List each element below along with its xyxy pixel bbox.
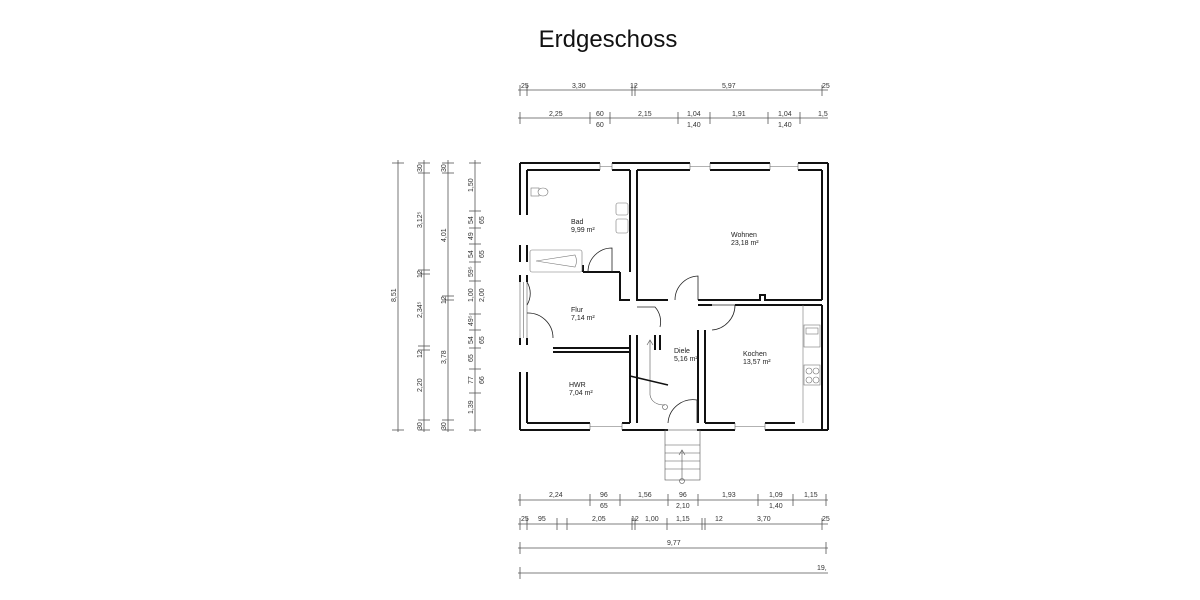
room-wohnen-area: 23,18 m²: [731, 240, 759, 247]
dim-top2-215: 2,15: [638, 111, 652, 118]
dim-top2-191: 1,91: [732, 111, 746, 118]
room-hwr-area: 7,04 m²: [569, 390, 593, 397]
dim-bot4-19: 19,: [817, 565, 827, 572]
dim-bot2-370: 3,70: [757, 516, 771, 523]
dim-left4s-66: 66: [479, 376, 486, 384]
dim-left3-30b: 30: [441, 422, 448, 430]
bottom-dimensions: [518, 494, 828, 579]
dim-left4-49: 49: [468, 232, 475, 240]
dim-bot2-25b: 25: [822, 516, 830, 523]
walls: [519, 162, 829, 431]
dim-left4-54c: 54: [468, 336, 475, 344]
dim-left4-100: 1,00: [468, 288, 475, 302]
dim-top-12: 12: [630, 83, 638, 90]
dim-left3-378: 3,78: [441, 350, 448, 364]
dim-top2-104a: 1,04: [687, 111, 701, 118]
dim-left4-65: 65: [468, 354, 475, 362]
room-hwr-name: HWR: [569, 382, 586, 389]
dim-left4-77: 77: [468, 376, 475, 384]
dim-top2-sub-140a: 1,40: [687, 122, 701, 129]
dim-left4s-65c: 65: [479, 336, 486, 344]
dim-left4-139: 1,39: [468, 400, 475, 414]
dim-left4-595: 59⁵: [468, 266, 475, 277]
room-diele-area: 5,16 m²: [674, 356, 698, 363]
dim-top2-sub-140b: 1,40: [778, 122, 792, 129]
dim-left2-30b: 30: [417, 422, 424, 430]
room-bad-name: Bad: [571, 219, 584, 226]
room-bad-area: 9,99 m²: [571, 227, 595, 234]
dim-bot3-977: 9,77: [667, 540, 681, 547]
room-kochen-name: Kochen: [743, 351, 767, 358]
plan-title: Erdgeschoss: [538, 26, 678, 53]
dim-left2-12b: 12: [417, 350, 424, 358]
dim-bot2-115: 1,15: [676, 516, 690, 523]
dim-top-25a: 25: [521, 83, 529, 90]
dim-bot2-12a: 12: [631, 516, 639, 523]
dim-bot1-115: 1,15: [804, 492, 818, 499]
room-flur-name: Flur: [571, 307, 584, 314]
dim-top-330: 3,30: [572, 83, 586, 90]
left-dimensions: [392, 160, 481, 432]
dim-bot1s-210: 2,10: [676, 503, 690, 510]
dim-left4-54b: 54: [468, 250, 475, 258]
room-wohnen-name: Wohnen: [731, 232, 757, 239]
top-dimensions: [518, 85, 828, 124]
dim-top-25b: 25: [822, 83, 830, 90]
dim-left4s-200: 2,00: [479, 288, 486, 302]
doors: [526, 247, 736, 424]
windows: [519, 163, 799, 430]
dim-bot1s-140: 1,40: [769, 503, 783, 510]
dim-left2-220: 2,20: [417, 378, 424, 392]
kitchen-fixtures: [802, 305, 821, 423]
dim-bot1-193: 1,93: [722, 492, 736, 499]
dim-top2-60: 60: [596, 111, 604, 118]
dim-bot2-25a: 25: [521, 516, 529, 523]
dim-left2-3125: 3,12⁵: [417, 211, 424, 228]
dim-bot1-96a: 96: [600, 492, 608, 499]
dim-left3-12: 12: [441, 296, 448, 304]
dim-bot1-224: 2,24: [549, 492, 563, 499]
dim-left4s-65a: 65: [479, 216, 486, 224]
dim-left4-54a: 54: [468, 216, 475, 224]
room-kochen-area: 13,57 m²: [743, 359, 771, 366]
dim-bot2-205: 2,05: [592, 516, 606, 523]
dim-left2-30a: 30: [417, 164, 424, 172]
dim-bot1-156: 1,56: [638, 492, 652, 499]
dim-top2-104b: 1,04: [778, 111, 792, 118]
dim-left-total: 8,51: [391, 288, 398, 302]
dim-left4-495: 49⁵: [468, 315, 475, 326]
dim-bot1s-65: 65: [600, 503, 608, 510]
dim-left3-30a: 30: [441, 164, 448, 172]
dim-left4-150: 1,50: [468, 178, 475, 192]
dim-bot2-95: 95: [538, 516, 546, 523]
dim-bot2-100: 1,00: [645, 516, 659, 523]
dim-top2-sub-60: 60: [596, 122, 604, 129]
dim-top2-15: 1,5: [818, 111, 828, 118]
dim-left2-2345: 2,34⁵: [417, 301, 424, 318]
stairs-icon: [629, 339, 701, 484]
bathroom-fixtures: [529, 187, 629, 273]
dim-left2-12a: 12: [417, 270, 424, 278]
dim-top2-225: 2,25: [549, 111, 563, 118]
room-diele-name: Diele: [674, 348, 690, 355]
dim-bot1-109: 1,09: [769, 492, 783, 499]
dim-top-597: 5,97: [722, 83, 736, 90]
dim-left3-401: 4,01: [441, 228, 448, 242]
dim-bot1-96b: 96: [679, 492, 687, 499]
dim-left4s-65b: 65: [479, 250, 486, 258]
dim-bot2-12b: 12: [715, 516, 723, 523]
room-flur-area: 7,14 m²: [571, 315, 595, 322]
